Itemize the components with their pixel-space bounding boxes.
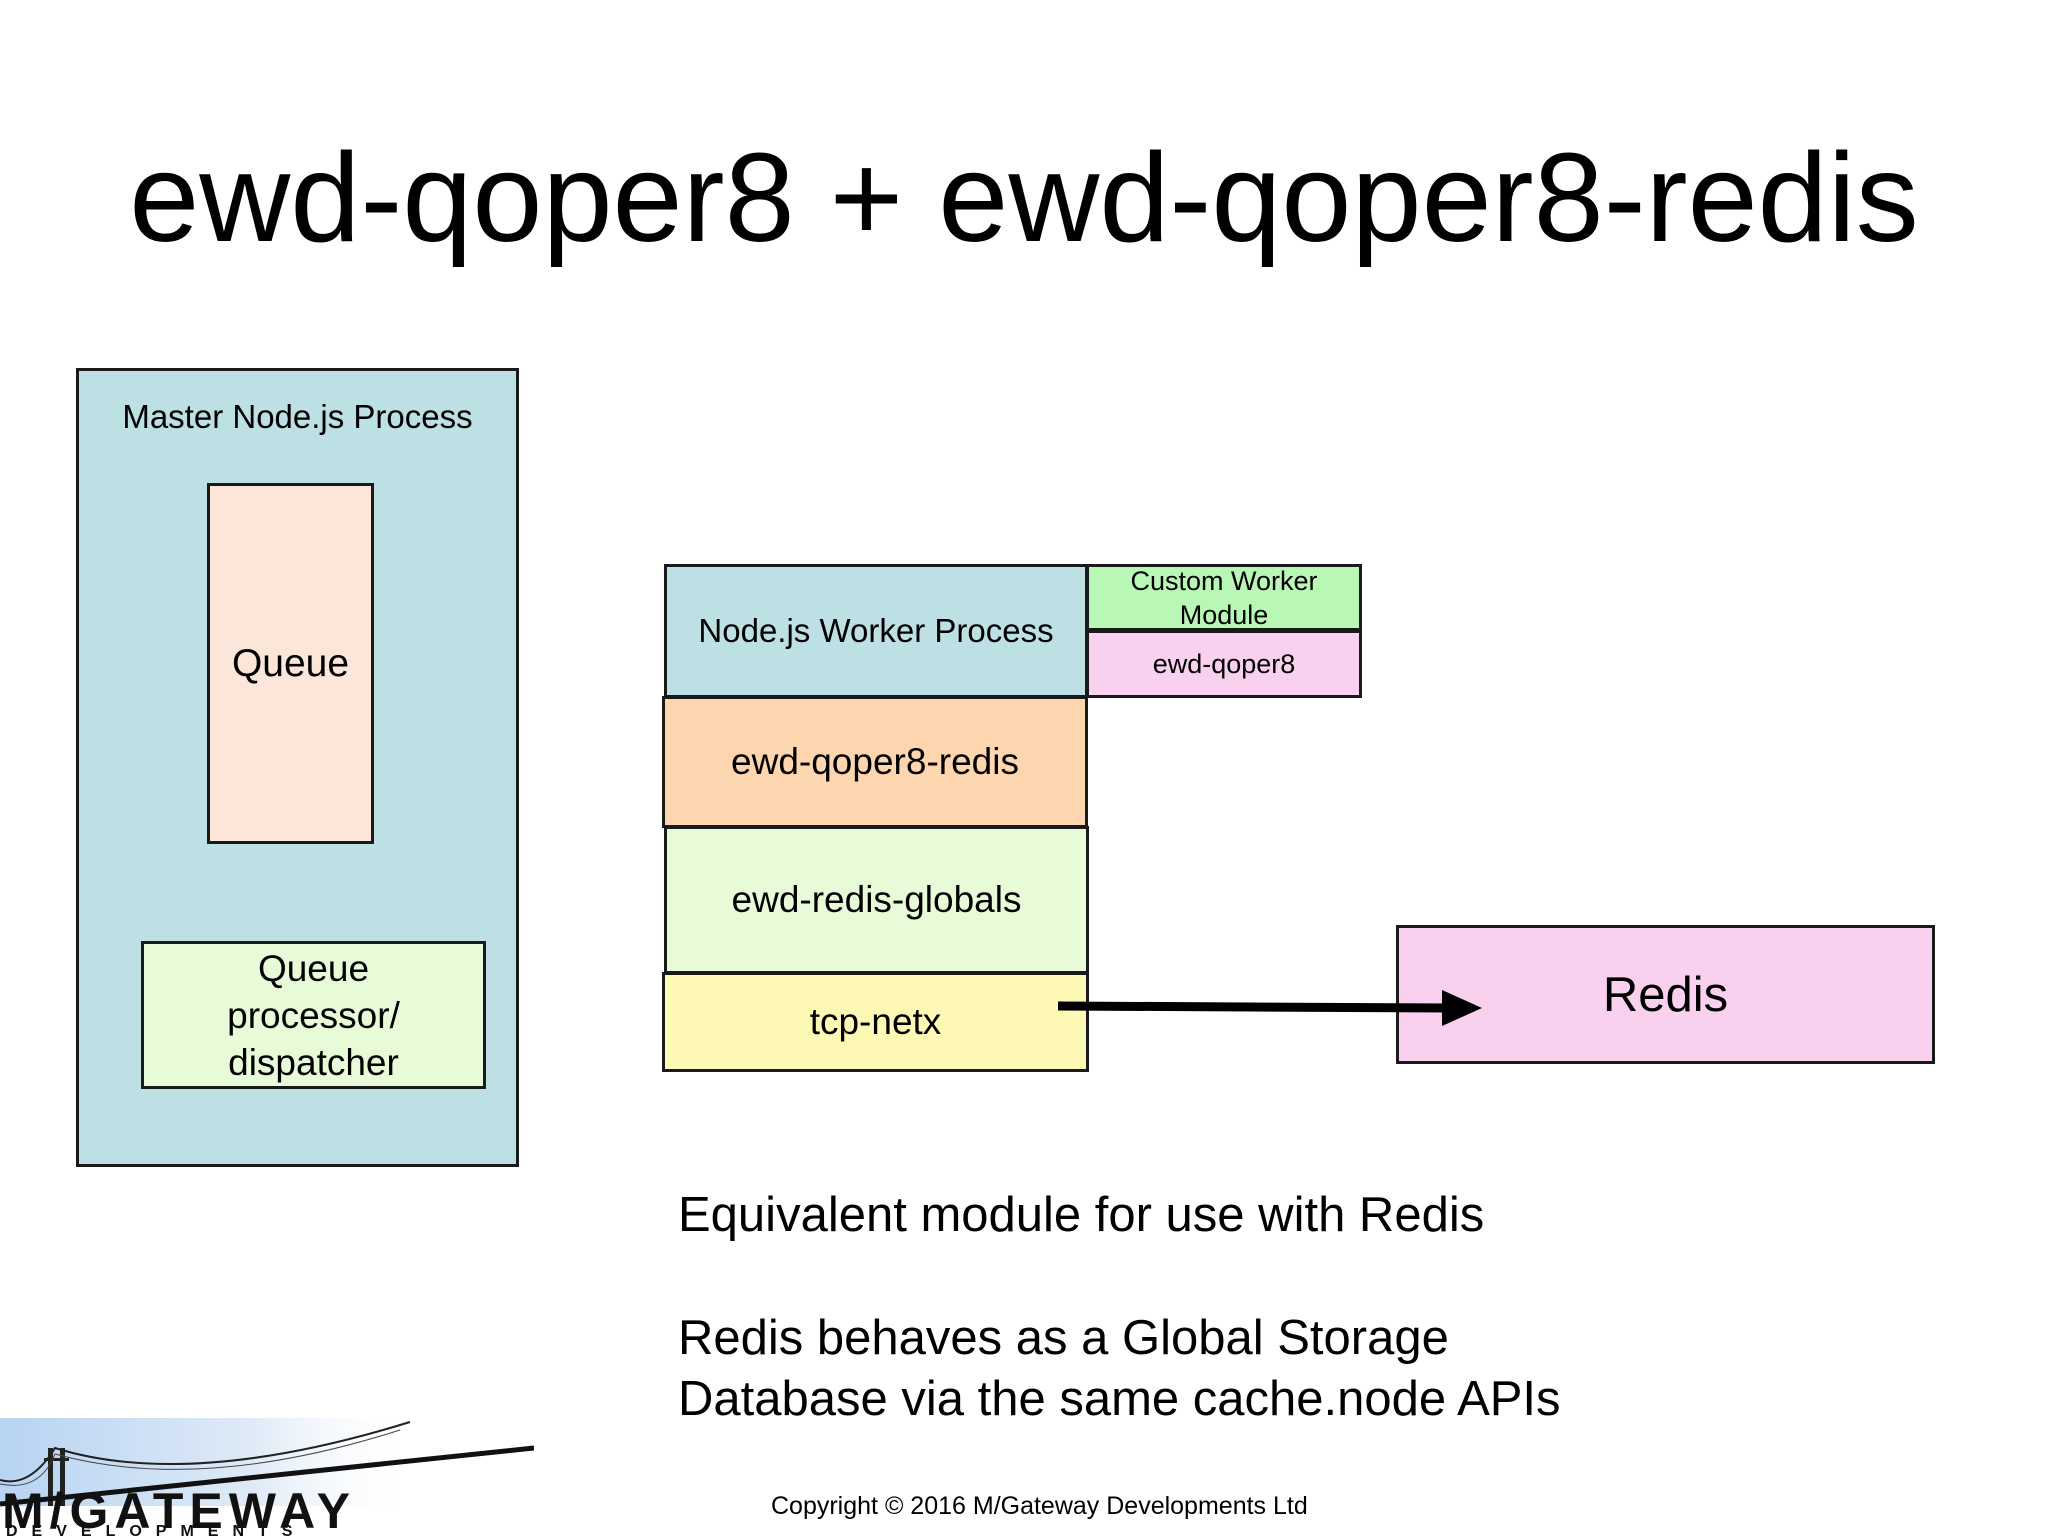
tcp-netx-box: tcp-netx bbox=[662, 972, 1089, 1072]
note-line-3: Database via the same cache.node APIs bbox=[678, 1372, 1561, 1426]
logo-name-text: M/GATEWAY bbox=[2, 1483, 356, 1536]
ewd-qoper8-redis-box: ewd-qoper8-redis bbox=[662, 696, 1088, 828]
note-line-1: Equivalent module for use with Redis bbox=[678, 1188, 1485, 1242]
redis-box: Redis bbox=[1396, 925, 1935, 1064]
ewd-qoper8-box: ewd-qoper8 bbox=[1086, 630, 1362, 698]
copyright-text: Copyright © 2016 M/Gateway Developments … bbox=[771, 1492, 1308, 1520]
master-process-label: Master Node.js Process bbox=[122, 398, 473, 435]
queue-processor-box: Queue processor/ dispatcher bbox=[141, 941, 486, 1089]
queue-box: Queue bbox=[207, 483, 374, 844]
custom-worker-module-box: Custom Worker Module bbox=[1086, 564, 1362, 631]
slide-title: ewd-qoper8 + ewd-qoper8-redis bbox=[129, 127, 1919, 268]
note-line-2: Redis behaves as a Global Storage bbox=[678, 1311, 1449, 1365]
mgateway-logo: M/GATEWAY DEVELOPMENTS bbox=[0, 1418, 534, 1536]
logo-sub-text: DEVELOPMENTS bbox=[6, 1523, 306, 1536]
worker-process-box: Node.js Worker Process bbox=[664, 564, 1088, 698]
